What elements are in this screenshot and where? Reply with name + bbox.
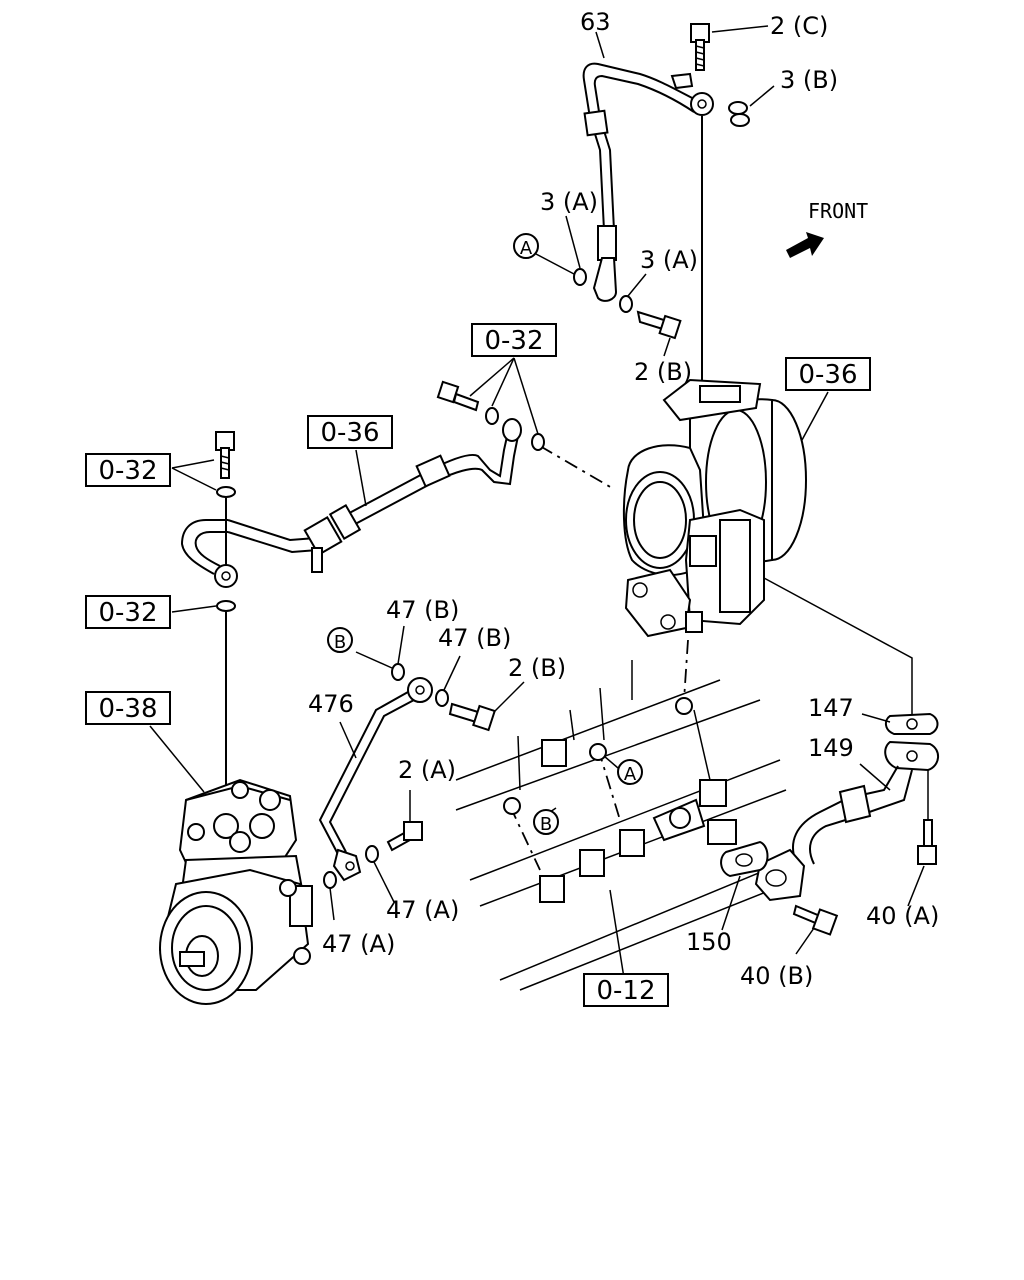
turbocharger [622, 378, 807, 638]
front-label: FRONT [808, 199, 868, 223]
label-47b-1: 47 (B) [386, 596, 459, 624]
callout-a-block: A [617, 759, 643, 785]
washers-3a-and-bolt-2b [573, 268, 682, 340]
label-63: 63 [580, 8, 611, 36]
label-3a-1: 3 (A) [540, 188, 598, 216]
air-comp-oil-pipe-476 [318, 677, 433, 882]
bolt-2c [690, 23, 710, 71]
oil-feed-pipe-63 [582, 62, 714, 302]
label-40a: 40 (A) [866, 902, 939, 930]
label-47a-2: 47 (A) [386, 896, 459, 924]
ref-box-0-32-left-2: 0-32 [85, 595, 171, 629]
banjo-bolt-top [436, 380, 545, 451]
svg-text:0-36: 0-36 [798, 360, 857, 390]
turbo-oil-pipe [180, 418, 522, 588]
washer-47a-2 [365, 845, 379, 863]
ref-box-0-36-left: 0-36 [307, 415, 393, 449]
front-direction-arrow [786, 232, 824, 258]
ref-box-0-32-top: 0-32 [471, 323, 557, 357]
label-150: 150 [686, 928, 732, 956]
banjo-bolt-left [215, 431, 236, 612]
bolt-40a [917, 770, 937, 865]
label-47a-1: 47 (A) [322, 930, 395, 958]
label-2c: 2 (C) [770, 12, 828, 40]
callout-a-top: A [513, 233, 539, 259]
washer-47b-1 [391, 663, 405, 681]
label-2b-mid: 2 (B) [508, 654, 566, 682]
svg-text:B: B [334, 632, 346, 653]
washers-3b [728, 101, 750, 127]
gasket-147 [884, 712, 939, 735]
oil-drain-pipe-149 [754, 740, 939, 902]
bolt-2b-mid [448, 702, 496, 732]
svg-text:0-12: 0-12 [596, 976, 655, 1006]
label-47b-2: 47 (B) [438, 624, 511, 652]
svg-text:0-32: 0-32 [98, 598, 157, 628]
label-3a-2: 3 (A) [640, 246, 698, 274]
svg-text:0-38: 0-38 [98, 694, 157, 724]
label-40b: 40 (B) [740, 962, 813, 990]
svg-text:A: A [520, 238, 533, 259]
svg-text:0-36: 0-36 [320, 418, 379, 448]
ref-box-0-38: 0-38 [85, 691, 171, 725]
washer-47b-2 [435, 689, 449, 707]
label-2a: 2 (A) [398, 756, 456, 784]
bolt-2a [386, 821, 423, 852]
callout-b-block: B [533, 809, 559, 835]
label-3b: 3 (B) [780, 66, 838, 94]
ref-box-0-12: 0-12 [583, 973, 669, 1007]
label-2b-top: 2 (B) [634, 358, 692, 386]
svg-text:A: A [624, 764, 637, 785]
gasket-150 [720, 840, 769, 878]
ref-box-0-32-left-1: 0-32 [85, 453, 171, 487]
svg-text:0-32: 0-32 [98, 456, 157, 486]
leader-lines [149, 25, 925, 979]
bolt-40b [792, 904, 839, 936]
callout-b-left: B [327, 627, 353, 653]
label-147: 147 [808, 694, 854, 722]
svg-text:B: B [540, 814, 552, 835]
washer-47a-1 [323, 871, 337, 889]
air-compressor [158, 778, 313, 1005]
engine-block-section [455, 639, 797, 991]
label-149: 149 [808, 734, 854, 762]
label-476: 476 [308, 690, 354, 718]
svg-text:0-32: 0-32 [484, 326, 543, 356]
ref-box-0-36-right: 0-36 [785, 357, 871, 391]
